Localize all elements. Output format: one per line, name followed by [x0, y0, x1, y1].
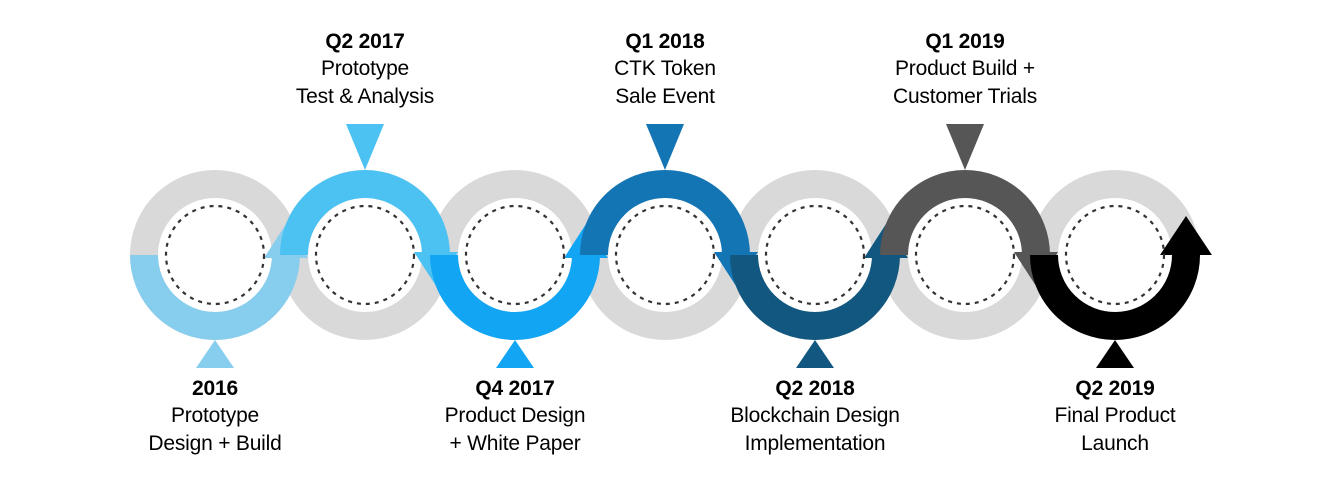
arc-arrowhead-q2-2019 — [1160, 216, 1212, 255]
inner-dotted-circle-2 — [314, 204, 416, 306]
callout-marker-group — [196, 124, 1134, 368]
milestone-line1-q2-2019: Final Product — [1054, 404, 1176, 428]
milestone-title-q2-2019: Q2 2019 — [1075, 377, 1155, 400]
callout-marker-2016 — [196, 340, 234, 368]
milestone-label-q2-2018: Q2 2018 Blockchain Design Implementation — [695, 375, 935, 457]
arc-path-q2-2017 — [280, 170, 450, 256]
arc-path-q4-2017 — [430, 254, 600, 340]
inner-dotted-circle-5 — [764, 204, 866, 306]
milestone-label-q4-2017: Q4 2017 Product Design + White Paper — [395, 375, 635, 457]
milestone-title-q4-2017: Q4 2017 — [475, 377, 555, 400]
milestone-label-q1-2018: Q1 2018 CTK Token Sale Event — [545, 28, 785, 110]
progress-arc-q2-2019 — [1030, 216, 1212, 340]
milestone-label-q1-2019: Q1 2019 Product Build + Customer Trials — [845, 28, 1085, 110]
callout-marker-q1-2018 — [646, 124, 684, 170]
milestone-title-q1-2019: Q1 2019 — [925, 30, 1005, 53]
milestone-title-q1-2018: Q1 2018 — [625, 30, 705, 53]
milestone-label-q2-2019: Q2 2019 Final Product Launch — [995, 375, 1235, 457]
inner-dotted-circle-4 — [614, 204, 716, 306]
arc-path-q2-2019 — [1030, 254, 1200, 340]
callout-marker-q1-2019 — [946, 124, 984, 170]
milestone-line2-q2-2018: Implementation — [744, 431, 886, 455]
inner-dotted-circle-group — [164, 204, 1166, 306]
arc-path-q2-2018 — [730, 254, 900, 340]
milestone-label-q2-2017: Q2 2017 Prototype Test & Analysis — [245, 28, 485, 110]
milestone-line1-q1-2019: Product Build + — [894, 57, 1035, 81]
milestone-line1-q1-2018: CTK Token — [614, 57, 716, 81]
milestone-line2-2016: Design + Build — [148, 431, 282, 455]
milestone-line1-q4-2017: Product Design — [444, 404, 586, 428]
arc-path-2016 — [130, 254, 300, 340]
callout-marker-q2-2017 — [346, 124, 384, 170]
callout-marker-q2-2018 — [796, 340, 834, 368]
milestone-line1-2016: Prototype — [170, 404, 260, 428]
milestone-line2-q4-2017: + White Paper — [449, 431, 581, 455]
milestone-line2-q2-2017: Test & Analysis — [295, 84, 435, 108]
arc-path-q1-2019 — [880, 170, 1050, 256]
milestone-title-q2-2017: Q2 2017 — [325, 30, 405, 53]
milestone-title-q2-2018: Q2 2018 — [775, 377, 855, 400]
arc-path-q1-2018 — [580, 170, 750, 256]
milestone-line2-q1-2018: Sale Event — [615, 84, 715, 108]
milestone-title-2016: 2016 — [192, 377, 238, 400]
inner-dotted-circle-3 — [464, 204, 566, 306]
callout-marker-q4-2017 — [496, 340, 534, 368]
inner-dotted-circle-6 — [914, 204, 1016, 306]
callout-marker-q2-2019 — [1096, 340, 1134, 368]
milestone-label-2016: 2016 Prototype Design + Build — [95, 375, 335, 457]
milestone-line1-q2-2018: Blockchain Design — [730, 404, 900, 428]
milestone-line2-q1-2019: Customer Trials — [892, 84, 1038, 108]
inner-dotted-circle-1 — [164, 204, 266, 306]
inner-dotted-circle-7 — [1064, 204, 1166, 306]
milestone-line1-q2-2017: Prototype — [320, 57, 410, 81]
milestone-line2-q2-2019: Launch — [1081, 431, 1149, 455]
